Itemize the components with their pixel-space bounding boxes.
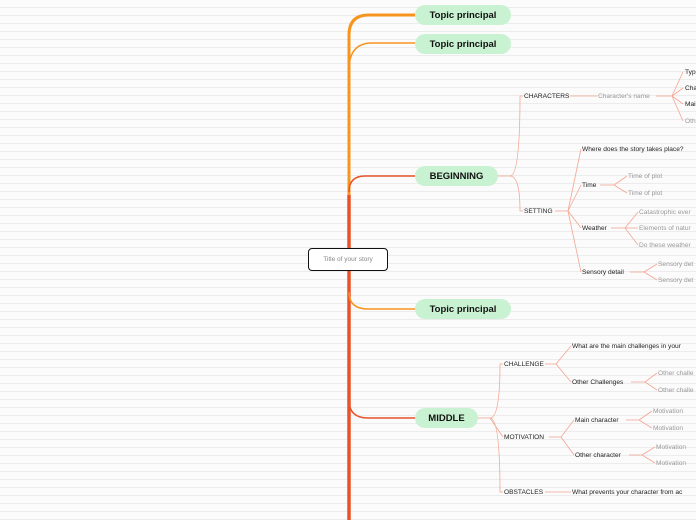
motivation-item[interactable]: Motivation	[653, 408, 684, 415]
setting-where[interactable]: Where does the story takes place?	[582, 146, 684, 153]
motivation-item[interactable]: Motivation	[656, 444, 687, 451]
character-detail[interactable]: Typ	[685, 69, 696, 76]
subtopic-characters[interactable]: CHARACTERS	[524, 93, 570, 100]
subtopic-motivation[interactable]: MOTIVATION	[504, 434, 545, 441]
obstacles-text[interactable]: What prevents your character from ac	[572, 489, 683, 496]
subtopic-obstacles[interactable]: OBSTACLES	[504, 489, 544, 496]
motivation-main-character[interactable]: Main character	[575, 417, 619, 424]
motivation-item[interactable]: Motivation	[656, 460, 687, 467]
subtopic-setting[interactable]: SETTING	[524, 208, 553, 215]
character-detail[interactable]: Oth	[685, 118, 696, 125]
character-detail[interactable]: Cha	[685, 85, 696, 92]
character-detail[interactable]: Mai	[685, 101, 696, 108]
setting-weather[interactable]: Weather	[582, 225, 607, 232]
challenge-item[interactable]: Other challe	[658, 387, 694, 394]
weather-item[interactable]: Catastrophic ever	[639, 209, 691, 216]
motivation-other-character[interactable]: Other character	[575, 452, 621, 459]
character-name[interactable]: Character's name	[598, 93, 650, 100]
motivation-item[interactable]: Motivation	[653, 425, 684, 432]
topic-beginning[interactable]: BEGINNING	[415, 166, 498, 186]
subtopic-challenge[interactable]: CHALLENGE	[504, 361, 544, 368]
challenge-main[interactable]: What are the main challenges in your	[572, 343, 681, 350]
setting-time[interactable]: Time	[582, 182, 597, 189]
challenge-other[interactable]: Other Challenges	[572, 379, 624, 386]
weather-item[interactable]: Do these weather	[639, 242, 691, 249]
setting-sensory[interactable]: Sensory detail	[582, 269, 624, 276]
topic-node[interactable]: Topic principal	[415, 34, 511, 54]
topic-middle[interactable]: MIDDLE	[415, 408, 478, 428]
topic-node[interactable]: Topic principal	[415, 5, 511, 25]
challenge-item[interactable]: Other challe	[658, 370, 694, 377]
time-item[interactable]: Time of plot	[628, 190, 663, 197]
time-item[interactable]: Time of plot	[628, 173, 663, 180]
sensory-item[interactable]: Sensory det	[658, 277, 694, 284]
central-topic[interactable]: Title of your story	[308, 248, 388, 271]
weather-item[interactable]: Elements of natur	[639, 225, 691, 232]
topic-node[interactable]: Topic principal	[415, 299, 511, 319]
sensory-item[interactable]: Sensory det	[658, 261, 694, 268]
